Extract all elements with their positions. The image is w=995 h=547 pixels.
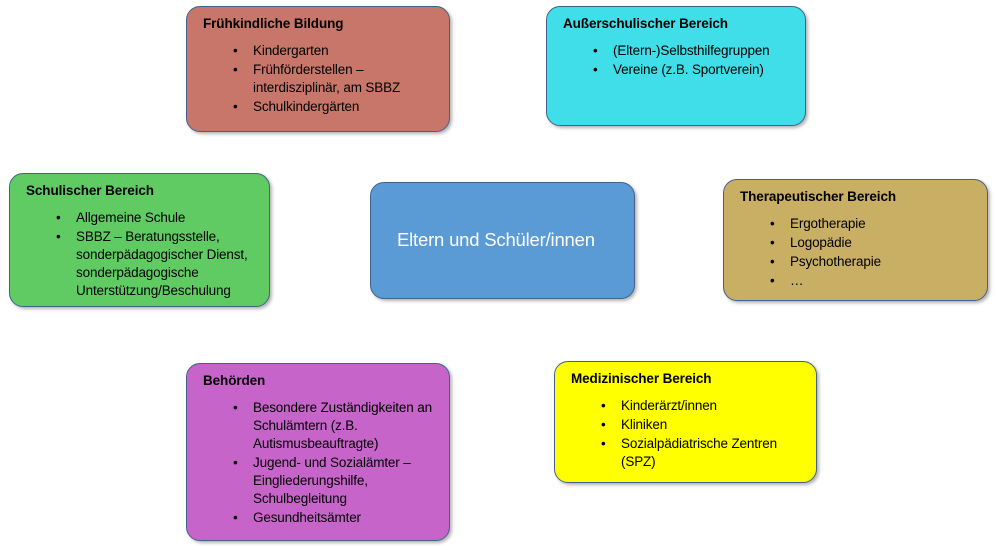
node-list-item-label: Vereine (z.B. Sportverein) [613,61,764,77]
bullet-icon: • [233,61,238,77]
node-list-item: • Jugend- und Sozialämter – Eingliederung… [201,454,437,508]
node-list-item: • Gesundheitsämter [201,509,437,527]
bullet-icon: • [601,436,606,452]
bullet-icon: • [56,209,61,225]
node-list-item-label: Ergotherapie [790,215,866,231]
node-list-item: • Schulkindergärten [201,98,437,116]
node-list-item-label: Sozialpädiatrische Zentren (SPZ) [621,436,777,470]
node-list-item-label: SBBZ – Beratungsstelle, sonderpädagogisc… [76,228,248,299]
bullet-icon: • [770,273,775,289]
node-list-item: • Kindergarten [201,42,437,60]
node-list-item: • Vereine (z.B. Sportverein) [561,61,793,79]
bullet-icon: • [233,99,238,115]
node-schulischer-bereich[interactable]: Schulischer Bereich • Allgemeine Schule • S… [9,173,270,307]
node-ausserschulischer-bereich[interactable]: Außerschulischer Bereich • (Eltern-)Selbs… [546,6,806,126]
node-item-list: • Kindergarten • Frühförderstellen – interd… [201,42,437,116]
node-list-item-label: Logopädie [790,234,852,250]
bullet-icon: • [593,42,598,58]
node-item-list: • (Eltern-)Selbsthilfegruppen • Vereine (z.… [561,42,793,79]
bullet-icon: • [770,254,775,270]
node-fruehkindliche-bildung[interactable]: Frühkindliche Bildung • Kindergarten • Früh… [186,6,450,132]
node-list-item: • Kliniken [569,416,804,434]
node-item-list: •Ergotherapie•Logopädie•Psychotherapie•… [738,215,975,290]
node-list-item: • Besondere Zuständigkeiten an Schulämter… [201,399,437,453]
node-list-item: • Ergotherapie [738,215,975,233]
node-list-item: • Frühförderstellen – interdisziplinär, a… [201,61,437,97]
node-eltern-und-schueler[interactable]: Eltern und Schüler/innen [370,182,635,299]
bullet-icon: • [601,397,606,413]
bullet-icon: • [233,455,238,471]
node-list-item-label: Frühförderstellen – interdisziplinär, am… [253,61,401,96]
node-list-item-label: Schulkindergärten [253,99,360,115]
node-title: Frühkindliche Bildung [203,16,344,31]
bullet-icon: • [233,399,238,415]
node-list-item-label: (Eltern-)Selbsthilfegruppen [613,42,770,58]
bullet-icon: • [770,234,775,250]
node-list-item: • (Eltern-)Selbsthilfegruppen [561,42,793,60]
node-list-item-label: Kliniken [621,416,668,432]
node-item-list: • Kinderärzt/innen • Kliniken • Sozialpädiatr… [569,397,804,471]
node-list-item: • Sozialpädiatrische Zentren (SPZ) [569,435,804,471]
node-list-item: • Psychotherapie [738,253,975,271]
node-list-item-label: Allgemeine Schule [76,209,186,225]
node-list-item-label: … [790,273,804,289]
node-list-item-label: Kinderärzt/innen [621,397,717,413]
node-behoerden[interactable]: Behörden • Besondere Zuständigkeiten an S… [186,363,450,541]
node-title: Außerschulischer Bereich [563,16,728,31]
node-item-list: • Besondere Zuständigkeiten an Schulämter… [201,399,437,528]
node-list-item-label: Besondere Zuständigkeiten an Schulämtern… [253,399,432,452]
bullet-icon: • [233,510,238,526]
node-title: Eltern und Schüler/innen [397,229,595,251]
node-list-item: • Logopädie [738,234,975,252]
node-title: Behörden [203,373,266,388]
bullet-icon: • [233,42,238,58]
node-list-item-label: Psychotherapie [790,254,881,270]
node-list-item: •… [738,272,975,290]
node-list-item: • Allgemeine Schule [24,209,257,227]
node-item-list: • Allgemeine Schule • SBBZ – Beratungsstell… [24,209,257,300]
node-list-item-label: Kindergarten [253,42,329,58]
node-title: Therapeutischer Bereich [740,189,897,204]
node-list-item-label: Jugend- und Sozialämter – Eingliederungs… [253,455,411,507]
node-list-item: • Kinderärzt/innen [569,397,804,415]
node-list-item-label: Gesundheitsämter [253,510,361,526]
bullet-icon: • [601,416,606,432]
node-medizinischer-bereich[interactable]: Medizinischer Bereich •Kinderärzt/innen•… [554,361,817,483]
node-therapeutischer-bereich[interactable]: Therapeutischer Bereich • Ergotherapie • Lo… [723,179,988,301]
bullet-icon: • [770,215,775,231]
bullet-icon: • [593,61,598,77]
node-title: Medizinischer Bereich [571,371,712,386]
node-list-item: • SBBZ – Beratungsstelle, sonderpädagogis… [24,228,257,300]
bullet-icon: • [56,228,61,244]
node-title: Schulischer Bereich [26,183,154,198]
